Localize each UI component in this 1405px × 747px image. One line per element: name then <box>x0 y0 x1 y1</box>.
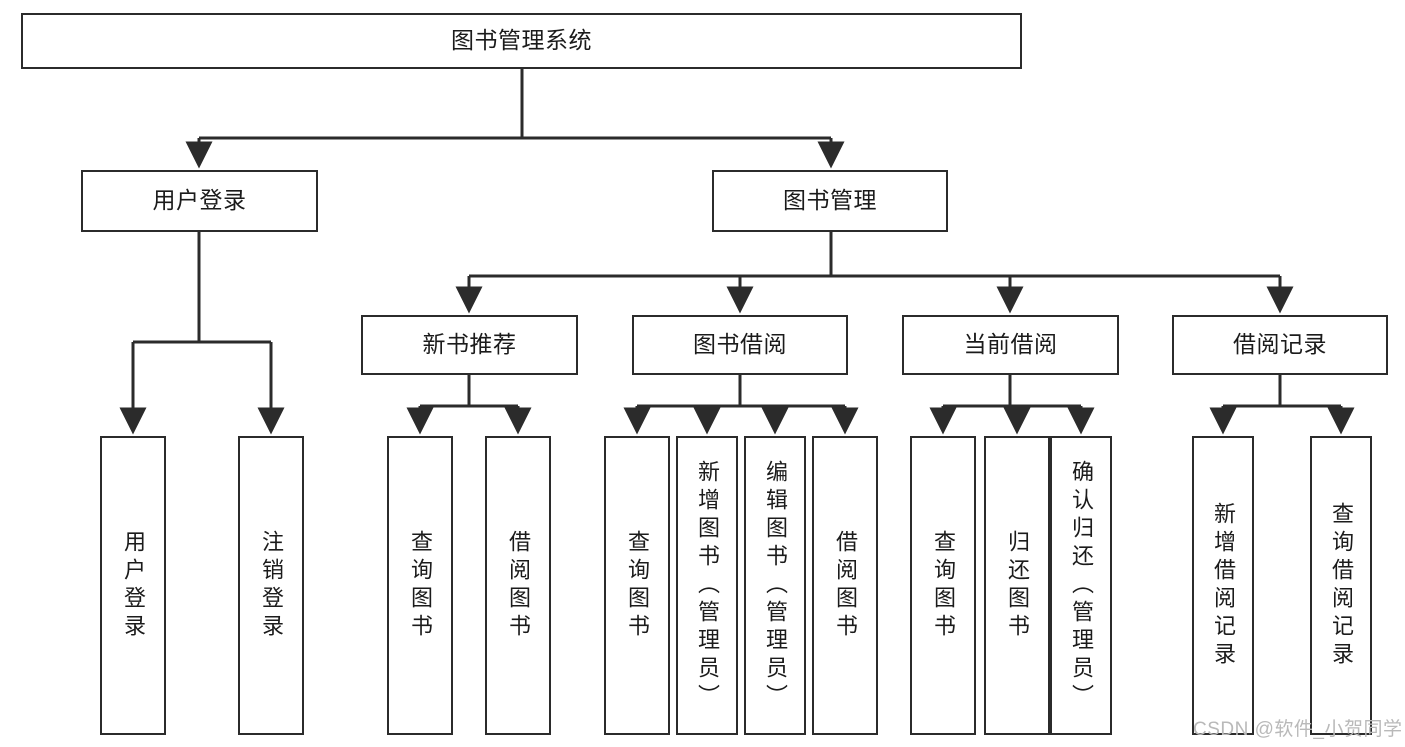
node-label: 查询图书 <box>408 529 433 642</box>
node-label: 借阅图书 <box>833 529 858 642</box>
node-current-borrow[interactable]: 当前借阅 <box>902 315 1119 375</box>
node-label: 编辑图书（管理员） <box>763 459 788 712</box>
node-leaf-return-book[interactable]: 归还图书 <box>984 436 1050 735</box>
node-leaf-logout[interactable]: 注销登录 <box>238 436 304 735</box>
node-borrow-records[interactable]: 借阅记录 <box>1172 315 1388 375</box>
node-book-management[interactable]: 图书管理 <box>712 170 948 232</box>
node-leaf-confirm-return-admin[interactable]: 确认归还（管理员） <box>1050 436 1112 735</box>
node-leaf-query-book-1[interactable]: 查询图书 <box>387 436 453 735</box>
node-label: 查询图书 <box>625 529 650 642</box>
node-leaf-query-borrow-record[interactable]: 查询借阅记录 <box>1310 436 1372 735</box>
node-label: 新增图书（管理员） <box>695 459 720 712</box>
node-label: 确认归还（管理员） <box>1069 459 1094 712</box>
node-leaf-edit-book-admin[interactable]: 编辑图书（管理员） <box>744 436 806 735</box>
node-new-book-recommend[interactable]: 新书推荐 <box>361 315 578 375</box>
node-book-borrow[interactable]: 图书借阅 <box>632 315 848 375</box>
csdn-watermark: CSDN @软件_小贺同学 <box>1193 719 1403 740</box>
node-label: 用户登录 <box>121 529 146 642</box>
node-leaf-borrow-book-2[interactable]: 借阅图书 <box>812 436 878 735</box>
node-leaf-add-borrow-record[interactable]: 新增借阅记录 <box>1192 436 1254 735</box>
node-leaf-query-book-3[interactable]: 查询图书 <box>910 436 976 735</box>
node-label: 新增借阅记录 <box>1211 501 1236 670</box>
node-root-system[interactable]: 图书管理系统 <box>21 13 1022 69</box>
node-label: 归还图书 <box>1005 529 1030 642</box>
node-label: 查询图书 <box>931 529 956 642</box>
node-leaf-borrow-book-1[interactable]: 借阅图书 <box>485 436 551 735</box>
node-leaf-add-book-admin[interactable]: 新增图书（管理员） <box>676 436 738 735</box>
node-leaf-user-login[interactable]: 用户登录 <box>100 436 166 735</box>
node-user-login[interactable]: 用户登录 <box>81 170 318 232</box>
node-label: 注销登录 <box>259 529 284 642</box>
node-label: 查询借阅记录 <box>1329 501 1354 670</box>
node-leaf-query-book-2[interactable]: 查询图书 <box>604 436 670 735</box>
node-label: 借阅图书 <box>506 529 531 642</box>
